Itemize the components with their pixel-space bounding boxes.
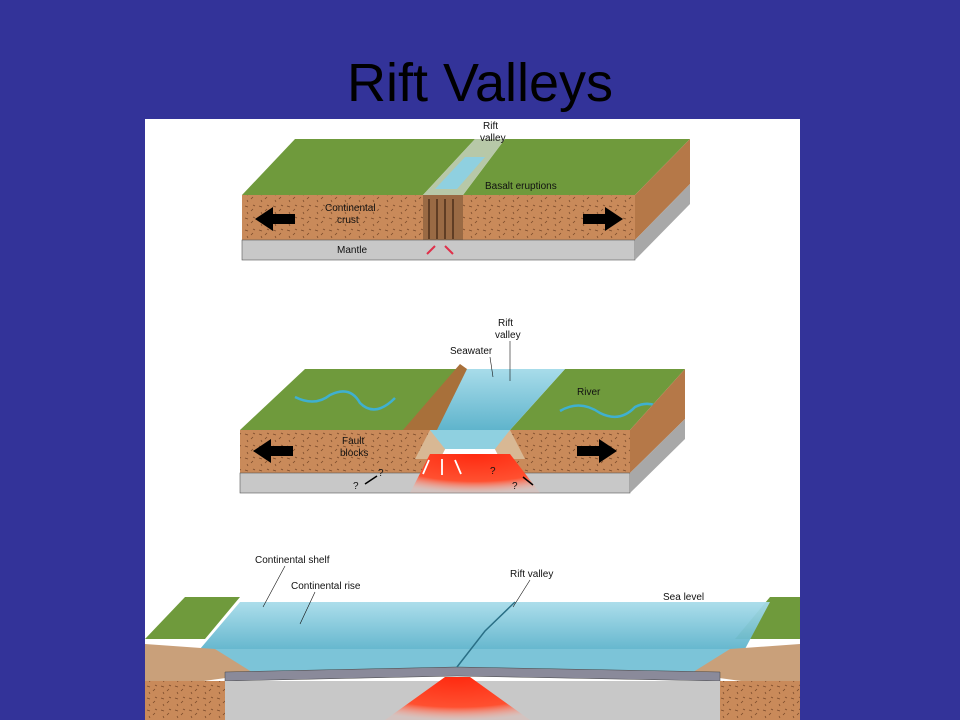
basalt-pool [435,157,485,189]
mantle-side-2 [630,419,685,493]
ridge-line [456,601,516,668]
label-rift-valley-2a: Rift [498,318,513,329]
arrow-left-2 [253,439,293,463]
label-question-2: ? [353,481,359,492]
ocean-front [145,649,800,674]
label-basalt: Basalt eruptions [485,181,557,192]
rift-blocks-1 [423,195,463,240]
arrow-right-1 [583,207,623,231]
label-fault-blocks-a: Fault [342,436,364,447]
leader-seawater [489,356,494,378]
label-question-3: ? [490,466,496,477]
label-crust-1b: crust [337,215,359,226]
diagram-ocean-basin: Continental shelf Continental rise Rift … [145,555,800,720]
grass-left-3 [145,597,240,639]
label-question-4: ? [512,481,518,492]
grass-right-1 [463,139,690,195]
trough-water [430,430,510,449]
label-river: River [577,387,601,398]
diagram-young-ocean-rift: Rift valley Seawater River Fault blocks … [239,318,685,494]
label-rise: Continental rise [291,581,361,592]
label-shelf: Continental shelf [255,555,330,566]
upwelling-arrows [422,459,462,475]
label-rift-valley-2b: valley [495,330,521,341]
rift-valley-figure: Rift valley Basalt eruptions Continental… [145,119,800,720]
arrow-left-1 [255,207,295,231]
label-question-1: ? [378,468,384,479]
leader-rise [299,591,316,625]
river-right [559,402,666,419]
label-rift-valley-1a: Rift [483,121,498,132]
magma-arrows-1 [426,245,454,255]
mantle-side-1 [635,184,690,260]
leader-rift-3 [512,579,531,608]
label-rift-valley-1b: valley [480,133,506,144]
mantle-1 [241,239,636,261]
flow-arrows-2 [364,475,534,486]
label-sea-level: Sea level [663,592,704,603]
diagram-continental-rift: Rift valley Basalt eruptions Continental… [241,121,690,261]
slide-title: Rift Valleys [346,53,614,113]
magma-plume-3 [385,677,530,720]
label-fault-blocks-b: blocks [340,448,368,459]
crust-side-2 [630,369,685,473]
river-left [294,390,396,411]
leader-shelf [262,565,286,608]
grass-left-1 [242,139,475,195]
label-mantle: Mantle [337,245,367,256]
fault-lines-1 [428,199,454,239]
label-seawater: Seawater [450,346,493,357]
label-crust-1a: Continental [325,203,376,214]
seawater-2 [430,369,565,430]
fault-scarp-2 [403,364,467,430]
ocean-surface [200,602,770,649]
rift-diagrams-svg: Rift valley Basalt eruptions Continental… [145,121,800,720]
grass-left-2 [240,369,460,430]
arrow-right-2 [577,439,617,463]
crust-side-1 [635,139,690,240]
label-rift-valley-3: Rift valley [510,569,553,580]
grass-right-2 [510,369,685,430]
